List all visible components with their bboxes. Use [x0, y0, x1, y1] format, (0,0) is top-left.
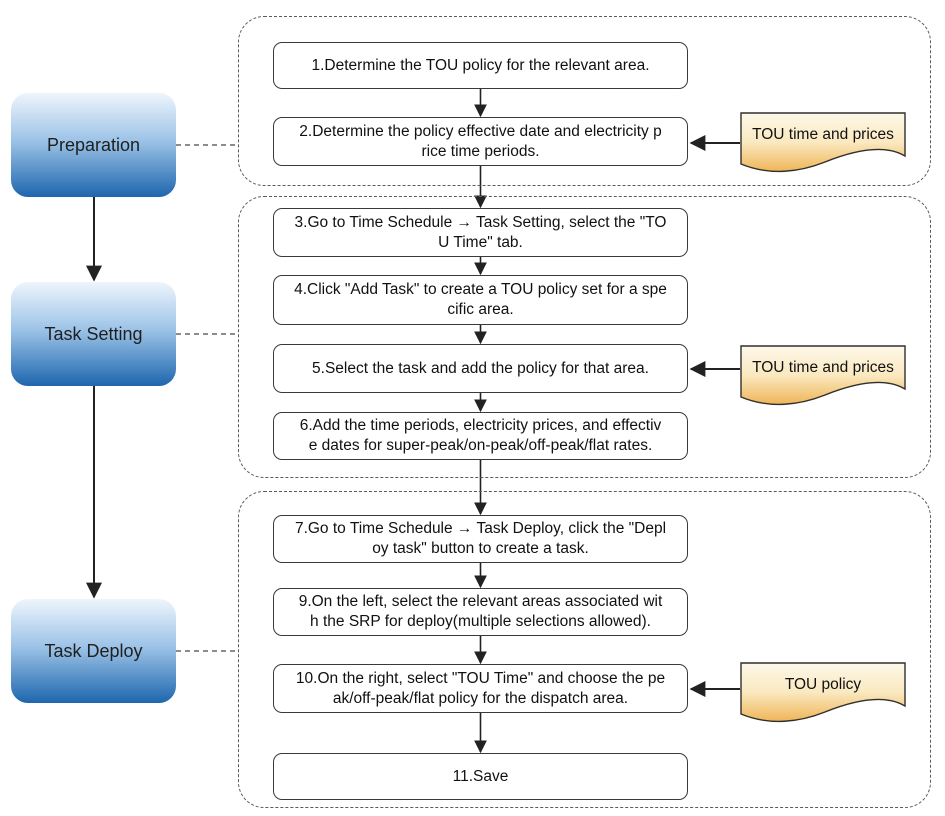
document-shape	[740, 345, 906, 406]
document-label: TOU time and prices	[752, 359, 894, 376]
step-box-9: 9.On the left, select the relevant areas…	[273, 588, 688, 636]
step-box-4: 4.Click "Add Task" to create a TOU polic…	[273, 275, 688, 325]
step-box-2: 2.Determine the policy effective date an…	[273, 117, 688, 166]
phase-container-preparation	[238, 16, 931, 186]
step-box-11: 11.Save	[273, 753, 688, 800]
phase-box-preparation: Preparation	[11, 93, 176, 197]
step-box-10: 10.On the right, select "TOU Time" and c…	[273, 664, 688, 713]
step-box-6: 6.Add the time periods, electricity pric…	[273, 412, 688, 460]
phase-label: Task Setting	[44, 323, 143, 344]
document-tou-time-and-prices-2: TOU time and prices	[740, 345, 906, 407]
step-box-7: 7.Go to Time Schedule → Task Deploy, cli…	[273, 515, 688, 563]
phase-label: Preparation	[46, 134, 141, 155]
step-box-3: 3.Go to Time Schedule → Task Setting, se…	[273, 208, 688, 257]
step-box-1: 1.Determine the TOU policy for the relev…	[273, 42, 688, 89]
document-tou-time-and-prices-1: TOU time and prices	[740, 112, 906, 174]
document-shape	[740, 112, 906, 173]
phase-container-task-deploy	[238, 491, 931, 808]
document-tou-policy: TOU policy	[740, 662, 906, 724]
phase-label: Task Deploy	[44, 640, 143, 661]
phase-container-task-setting	[238, 196, 931, 478]
phase-box-task-deploy: Task Deploy	[11, 599, 176, 703]
document-label: TOU policy	[784, 676, 862, 693]
document-label: TOU time and prices	[752, 126, 894, 143]
document-shape	[740, 662, 906, 723]
step-box-5: 5.Select the task and add the policy for…	[273, 344, 688, 393]
phase-box-task-setting: Task Setting	[11, 282, 176, 386]
